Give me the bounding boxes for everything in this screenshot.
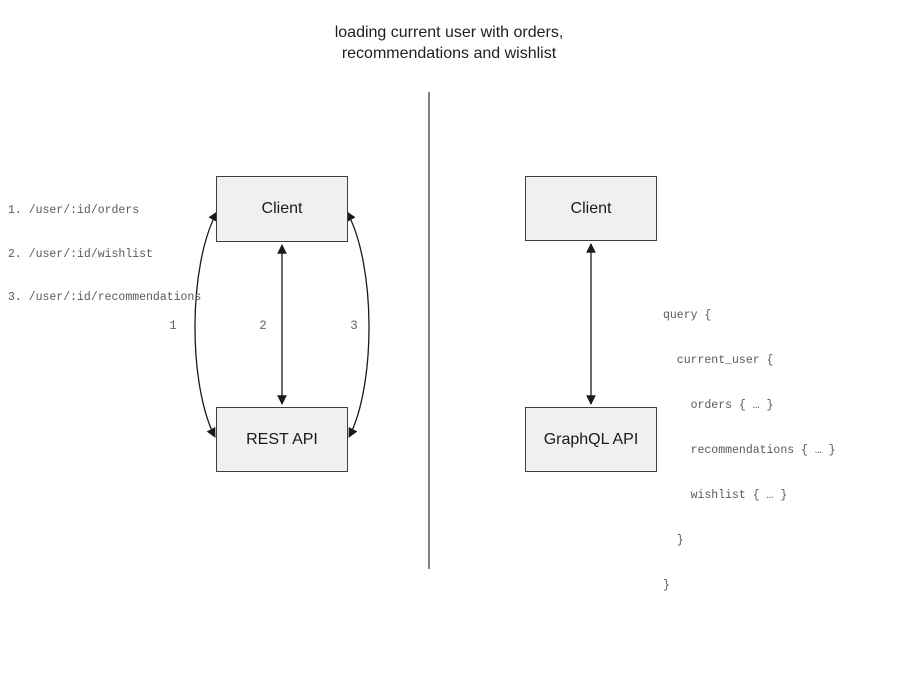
diagram-title-line-2: recommendations and wishlist (341, 45, 557, 62)
client-node-graphql: Client (525, 176, 657, 241)
rest-request-arrow-3 (346, 211, 370, 438)
query-line: wishlist { … } (663, 489, 788, 502)
query-line: recommendations { … } (663, 444, 836, 457)
client-node-graphql-label: Client (570, 199, 612, 217)
diagram-title: loading current user with orders, recomm… (249, 22, 649, 64)
graphql-query-snippet: query { current_user { orders { … } reco… (663, 278, 836, 623)
arrow-number-label-2: 2 (259, 319, 267, 333)
rest-endpoint-orders: 1. /user/:id/orders (8, 204, 140, 217)
client-node-rest-label: Client (261, 200, 303, 217)
rest-endpoint-recommendations: 3. /user/:id/recommendations (8, 291, 202, 304)
rest-request-arrow-1 (194, 211, 218, 438)
query-line: } (663, 579, 670, 592)
arrow-number-label-1: 1 (169, 319, 177, 333)
query-line: orders { … } (663, 399, 774, 412)
graphql-api-node-label: GraphQL API (543, 430, 639, 448)
rest-endpoint-list: 1. /user/:id/orders 2. /user/:id/wishlis… (8, 175, 201, 335)
arrow-number-label-3: 3 (350, 319, 358, 333)
graphql-api-node: GraphQL API (525, 407, 657, 472)
query-line: } (663, 534, 684, 547)
rest-endpoint-wishlist: 2. /user/:id/wishlist (8, 247, 153, 261)
query-line: query { (663, 309, 712, 322)
client-node-rest: Client (216, 176, 348, 242)
rest-api-node-label: REST API (246, 430, 318, 448)
rest-api-node: REST API (216, 407, 348, 472)
diagram-title-line-1: loading current user with orders, (334, 24, 564, 41)
query-line: current_user { (663, 354, 774, 367)
